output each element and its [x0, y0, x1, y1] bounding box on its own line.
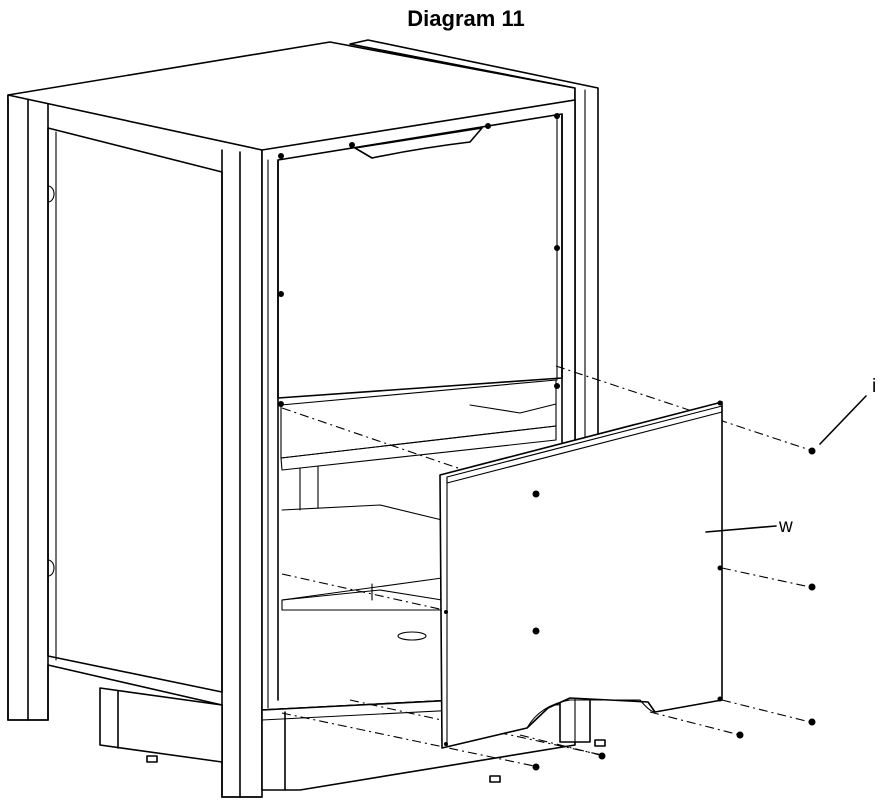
- front-access-panel: [439, 400, 723, 749]
- callout-leader-screw: [819, 395, 867, 445]
- callout-label-panel: w: [778, 516, 793, 537]
- callout-leader-panel: [705, 525, 777, 533]
- diagram-title: Diagram 11: [407, 6, 525, 31]
- removed-screws: [532, 447, 816, 771]
- left-side-frame: [7, 94, 267, 798]
- callout-label-screw: i: [872, 376, 876, 397]
